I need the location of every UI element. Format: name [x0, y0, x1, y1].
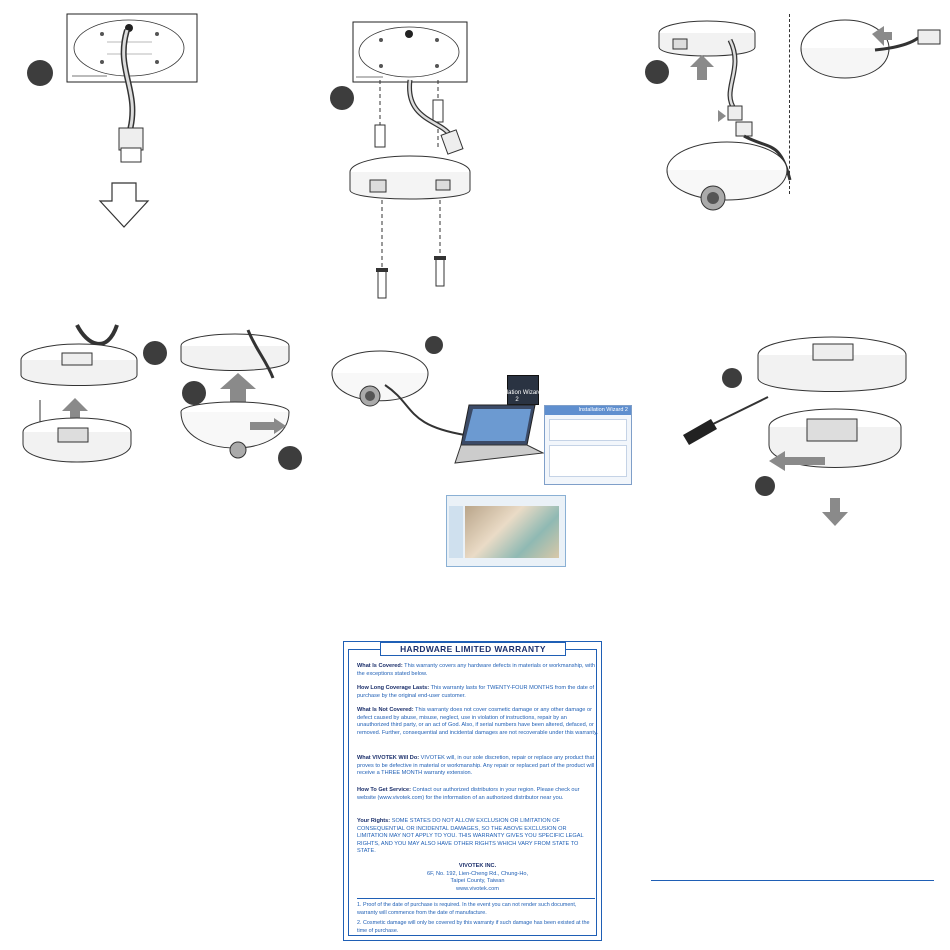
step-1-badge	[27, 60, 53, 86]
warranty-company-block: VIVOTEK INC. 6F, No. 192, Lien-Cheng Rd.…	[357, 863, 598, 893]
bracket-top	[180, 329, 290, 379]
step-badge	[278, 446, 302, 470]
bracket-top	[757, 336, 907, 392]
wall-anchors-and-cable	[374, 79, 464, 155]
down-arrow-icon	[98, 182, 150, 228]
down-arrow-icon	[822, 498, 848, 526]
installation-wizard-icon	[507, 375, 539, 405]
mounting-bracket	[349, 155, 471, 200]
warranty-body: SOME STATES DO NOT ALLOW EXCLUSION OR LI…	[357, 818, 584, 855]
camera-alt-view	[800, 19, 941, 79]
bottom-rule	[651, 880, 934, 881]
step-badge	[182, 381, 206, 405]
warranty-card: HARDWARE LIMITED WARRANTY What Is Covere…	[343, 641, 602, 941]
warranty-section-duration: How Long Coverage Lasts: This warranty l…	[357, 685, 598, 700]
step-badge	[143, 341, 167, 365]
warranty-heading: What Is Not Covered:	[357, 707, 414, 713]
warranty-note-2: 2. Cosmetic damage will only be covered …	[357, 920, 590, 934]
wizard-window-titlebar: Installation Wizard 2	[545, 406, 631, 415]
warranty-section-not-covered: What Is Not Covered: This warranty does …	[357, 707, 598, 737]
up-arrow-icon	[62, 398, 88, 426]
camera-dome	[180, 401, 290, 459]
warranty-section-vivotek-will-do: What VIVOTEK Will Do: VIVOTEK will, in o…	[357, 755, 598, 778]
warranty-heading: What Is Covered:	[357, 663, 403, 669]
mounting-sticker	[352, 21, 468, 83]
warranty-body: Contact our authorized distributors in y…	[357, 787, 580, 801]
ethernet-cable	[118, 29, 144, 163]
up-arrow-icon	[220, 373, 256, 403]
warranty-body: VIVOTEK will, in our sole discretion, re…	[357, 755, 595, 777]
fisheye-camera	[666, 141, 788, 211]
warranty-divider	[357, 898, 595, 899]
step-badge	[755, 476, 775, 496]
warranty-body: This warranty does not cover cosmetic da…	[357, 707, 598, 736]
screwdriver-icon	[683, 396, 769, 445]
installation-wizard-label: Installation Wizard 2	[492, 390, 542, 403]
camera-body	[768, 408, 902, 471]
company-website: www.vivotek.com	[456, 885, 499, 892]
warranty-section-covered: What Is Covered: This warranty covers an…	[357, 663, 598, 678]
live-view-screenshot	[446, 495, 566, 567]
warranty-title: HARDWARE LIMITED WARRANTY	[380, 642, 566, 656]
step-2-badge	[330, 86, 354, 110]
company-name: VIVOTEK INC.	[458, 863, 497, 869]
wizard-window: Installation Wizard 2	[544, 405, 632, 485]
warranty-body: This warranty covers any hardware defect…	[357, 663, 596, 677]
step-badge	[722, 368, 742, 388]
laptop	[454, 404, 545, 464]
warranty-body: This warranty lasts for TWENTY-FOUR MONT…	[357, 685, 595, 699]
fisheye-camera	[331, 350, 429, 407]
bracket-top	[658, 20, 756, 57]
network-cable	[384, 384, 466, 436]
company-address-line-1: 6F, No. 192, Lien-Cheng Rd., Chung-Ho,	[426, 870, 529, 877]
warranty-inner-border: HARDWARE LIMITED WARRANTY What Is Covere…	[348, 642, 598, 936]
warranty-heading: Your Rights:	[357, 818, 391, 824]
warranty-heading: How To Get Service:	[357, 787, 411, 793]
mounting-sticker	[66, 13, 198, 83]
panel-divider	[789, 14, 790, 194]
step-3-badge	[645, 60, 669, 84]
camera-body	[22, 400, 132, 463]
warranty-heading: What VIVOTEK Will Do:	[357, 755, 420, 761]
bracket-with-cable	[20, 324, 138, 386]
company-address-line-2: Taipei County, Taiwan	[450, 878, 505, 885]
warranty-heading: How Long Coverage Lasts:	[357, 685, 430, 691]
screws	[376, 200, 446, 299]
warranty-section-rights: Your Rights: SOME STATES DO NOT ALLOW EX…	[357, 818, 598, 856]
up-arrow-icon	[690, 55, 714, 80]
warranty-note-1: 1. Proof of the date of purchase is requ…	[357, 902, 577, 916]
warranty-section-service: How To Get Service: Contact our authoriz…	[357, 787, 598, 802]
step-badge	[425, 336, 443, 354]
